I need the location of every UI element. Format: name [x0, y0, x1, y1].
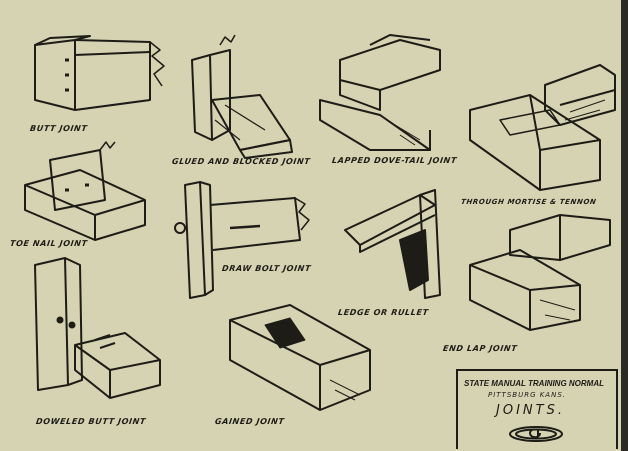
label-doweled-butt-joint: DOWELED BUTT JOINT	[35, 417, 147, 426]
ledge-rullet-drawing	[344, 189, 441, 299]
school-name: STATE MANUAL TRAINING NORMAL	[464, 379, 604, 388]
title-block: STATE MANUAL TRAINING NORMAL PITTSBURG K…	[456, 369, 618, 449]
label-ledge-rullet: LEDGE OR RULLET	[337, 308, 430, 317]
label-butt-joint: BUTT JOINT	[29, 124, 89, 133]
through-mortise-tenon-drawing	[469, 64, 616, 191]
gained-joint-drawing	[229, 304, 371, 411]
end-lap-joint-drawing	[469, 214, 611, 331]
doweled-butt-joint-drawing	[34, 257, 161, 399]
label-toe-nail-joint: TOE NAIL JOINT	[9, 239, 89, 248]
page-edge	[621, 0, 628, 451]
draw-bolt-joint-drawing	[174, 181, 310, 299]
butt-joint-drawing	[34, 35, 165, 111]
label-lapped-dovetail-joint: LAPPED DOVE-TAIL JOINT	[331, 156, 458, 165]
label-end-lap-joint: END LAP JOINT	[442, 344, 518, 353]
plate-title: JOINTS.	[496, 403, 565, 418]
label-gained-joint: GAINED JOINT	[214, 417, 286, 426]
school-logo-icon	[509, 426, 563, 442]
label-draw-bolt-joint: DRAW BOLT JOINT	[221, 264, 312, 273]
label-glued-blocked-joint: GLUED AND BLOCKED JOINT	[171, 157, 311, 166]
glued-blocked-joint-drawing	[191, 34, 293, 159]
label-through-mortise-tenon: THROUGH MORTISE & TENNON	[460, 198, 597, 206]
toe-nail-joint-drawing	[24, 141, 146, 241]
school-location: PITTSBURG KANS.	[488, 391, 567, 399]
lapped-dovetail-joint-drawing	[319, 34, 441, 151]
